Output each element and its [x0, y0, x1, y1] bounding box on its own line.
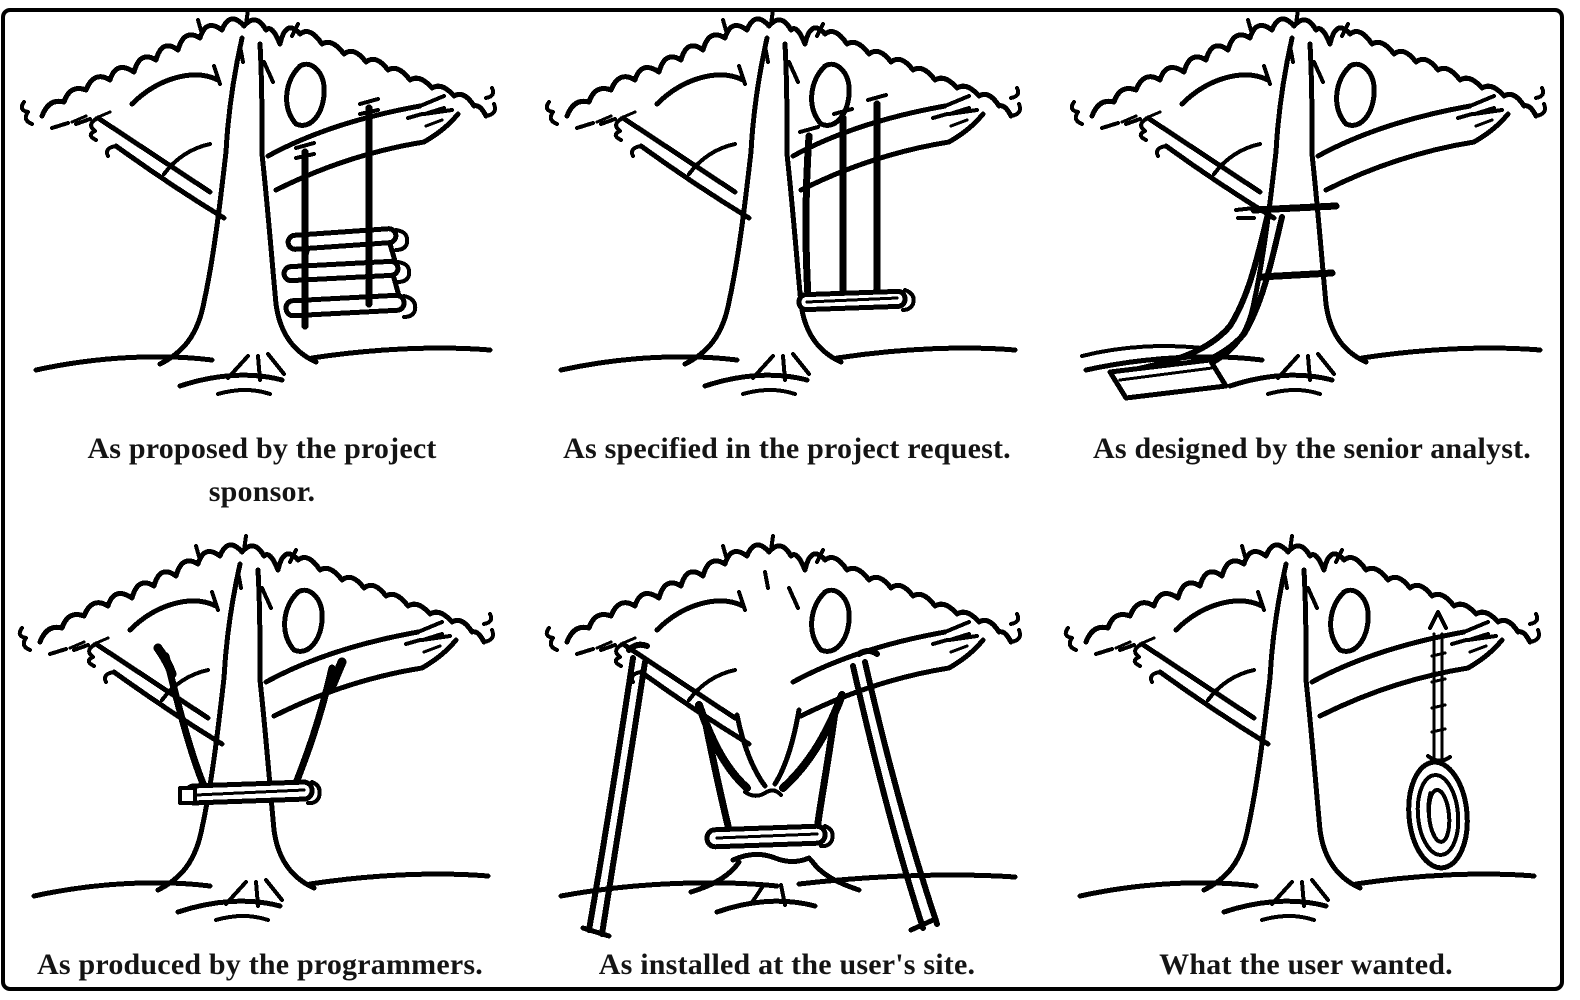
caption-request: As specified in the project request.	[563, 432, 1011, 465]
panel-programmers: As produced by the programmers.	[10, 530, 510, 996]
a-frame	[586, 655, 940, 937]
caption-sponsor: As proposed by the project sponsor.	[87, 432, 437, 508]
tree	[547, 10, 1020, 394]
outer-border	[1, 8, 1564, 991]
trunk-straps	[1250, 202, 1340, 281]
tree	[20, 536, 493, 920]
seat-on-ground	[1107, 357, 1229, 401]
tree	[1072, 10, 1545, 394]
panel-wanted: What the user wanted.	[1056, 530, 1556, 996]
tree-canopy	[547, 536, 1020, 744]
panel-sponsor: As proposed by the project sponsor.	[12, 4, 512, 528]
panel-analyst: As designed by the senior analyst.	[1062, 4, 1562, 528]
tire	[1406, 759, 1470, 871]
cut-trunk	[695, 691, 846, 798]
swing-ropes	[701, 708, 839, 834]
swing-seat	[704, 823, 835, 850]
drawing-sponsor	[12, 4, 512, 416]
drawing-programmers	[10, 530, 510, 942]
swing-ropes	[301, 104, 373, 330]
swing-seat	[178, 779, 322, 806]
stump-and-ground	[558, 852, 1018, 915]
caption-programmers: As produced by the programmers.	[37, 948, 483, 981]
drawing-analyst	[1062, 4, 1562, 401]
panel-request: As specified in the project request.	[537, 4, 1037, 528]
tire-rope	[1430, 632, 1447, 764]
tree	[1066, 536, 1539, 920]
swing-seat	[796, 288, 916, 313]
drawing-request	[537, 4, 1037, 416]
panel-site: As installed at the user's site.	[537, 530, 1037, 996]
caption-site: As installed at the user's site.	[598, 948, 976, 981]
caption-analyst: As designed by the senior analyst.	[1093, 432, 1531, 465]
tree	[22, 10, 495, 394]
caption-wanted: What the user wanted.	[1159, 948, 1453, 981]
swing-ropes	[802, 100, 881, 301]
drawing-site	[537, 530, 1037, 939]
drawing-wanted	[1056, 530, 1556, 942]
